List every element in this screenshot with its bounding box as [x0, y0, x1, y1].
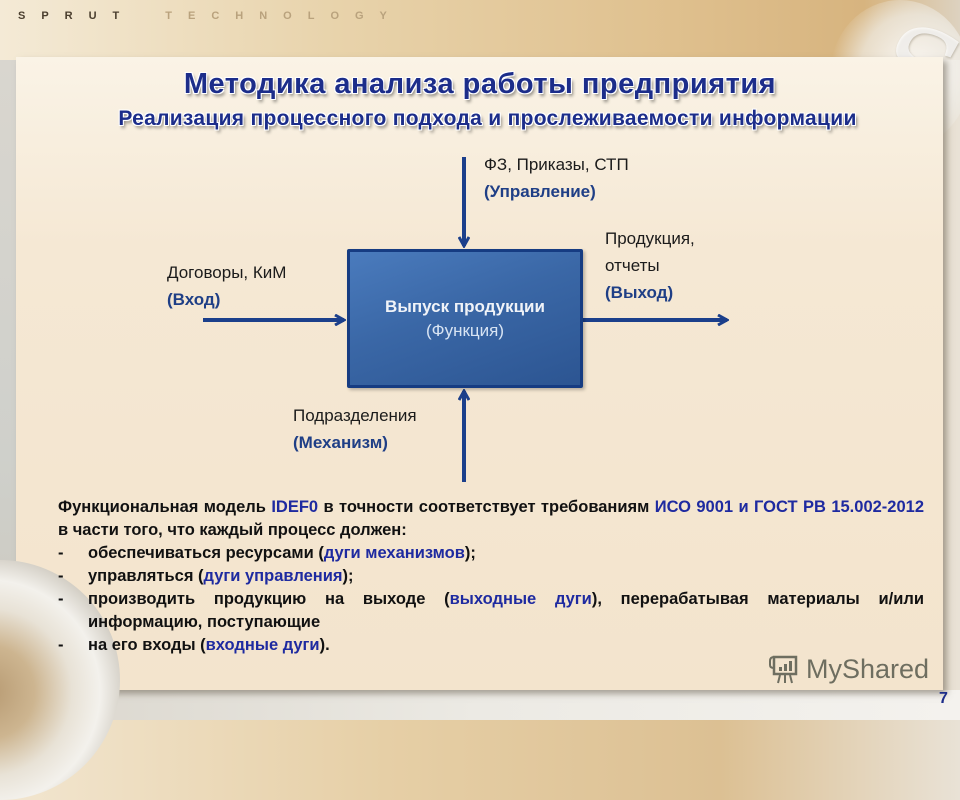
intro-text-3: в части того, что каждый процесс должен:	[58, 521, 407, 539]
list-item: - управляться (дуги управления);	[58, 565, 924, 588]
list-highlight: входные дуги	[205, 636, 320, 654]
output-label: Продукция, отчеты (Выход)	[605, 225, 695, 306]
control-label: ФЗ, Приказы, СТП (Управление)	[484, 151, 629, 205]
mechanism-label: Подразделения (Механизм)	[293, 402, 417, 456]
slide-title: Методика анализа работы предприятия	[183, 68, 777, 100]
footer-band	[0, 690, 960, 720]
list-text: ), перерабатывая материалы и/или информа…	[88, 590, 924, 631]
brand-logo-text: SPRUT TECHNOLOGY	[18, 10, 403, 22]
control-text: ФЗ, Приказы, СТП	[484, 155, 629, 174]
list-dash: -	[58, 567, 64, 585]
list-item: - на его входы (входные дуги).	[58, 634, 924, 657]
myshared-watermark[interactable]: MyShared	[768, 653, 929, 685]
intro-highlight-standards: ИСО 9001 и ГОСТ РВ 15.002-2012	[654, 498, 924, 516]
intro-highlight-idef0: IDEF0	[271, 498, 319, 516]
input-role: (Вход)	[167, 290, 221, 309]
list-text: обеспечиваться ресурсами (	[88, 544, 324, 562]
output-text-line1: Продукция,	[605, 229, 695, 248]
list-dash: -	[58, 544, 64, 562]
mechanism-text: Подразделения	[293, 406, 417, 425]
slide-subtitle: Реализация процессного подхода и прослеж…	[118, 107, 857, 130]
list-text: );	[342, 567, 354, 585]
function-title: Выпуск продукции	[385, 296, 545, 316]
list-dash: -	[58, 636, 64, 654]
description-text: Функциональная модель IDEF0 в точности с…	[58, 496, 924, 657]
output-text-line2: отчеты	[605, 256, 660, 275]
list-text: );	[464, 544, 476, 562]
list-highlight: дуги механизмов	[323, 544, 465, 562]
brand-word-technology: TECHNOLOGY	[165, 10, 403, 22]
function-box: Выпуск продукции (Функция)	[347, 249, 583, 388]
output-role: (Выход)	[605, 283, 674, 302]
mechanism-role: (Механизм)	[293, 433, 388, 452]
page-number: 7	[939, 690, 948, 707]
description-intro: Функциональная модель IDEF0 в точности с…	[58, 496, 924, 542]
input-label: Договоры, КиМ (Вход)	[167, 259, 286, 313]
list-text: управляться (	[88, 567, 204, 585]
list-item: - производить продукцию на выходе (выход…	[58, 588, 924, 634]
list-text: ).	[319, 636, 330, 654]
list-text: на его входы (	[88, 636, 206, 654]
watermark-text: MyShared	[806, 653, 930, 684]
list-text: производить продукцию на выходе (	[88, 590, 450, 608]
brand-word-sprut: SPRUT	[18, 10, 136, 22]
header-band: SPRUT TECHNOLOGY	[0, 0, 960, 60]
list-dash: -	[58, 590, 64, 608]
list-highlight: дуги управления	[203, 567, 343, 585]
intro-text-2: в точности соответствует требованиям	[318, 498, 655, 516]
input-text: Договоры, КиМ	[167, 263, 287, 282]
left-decoration	[0, 60, 16, 720]
control-role: (Управление)	[484, 182, 596, 201]
presentation-board-icon	[769, 655, 798, 684]
intro-text-1: Функциональная модель	[58, 498, 272, 516]
list-item: - обеспечиваться ресурсами (дуги механиз…	[58, 542, 924, 565]
list-highlight: выходные дуги	[449, 590, 592, 608]
idef0-arrows	[203, 157, 960, 482]
function-subtitle: (Функция)	[425, 320, 504, 340]
